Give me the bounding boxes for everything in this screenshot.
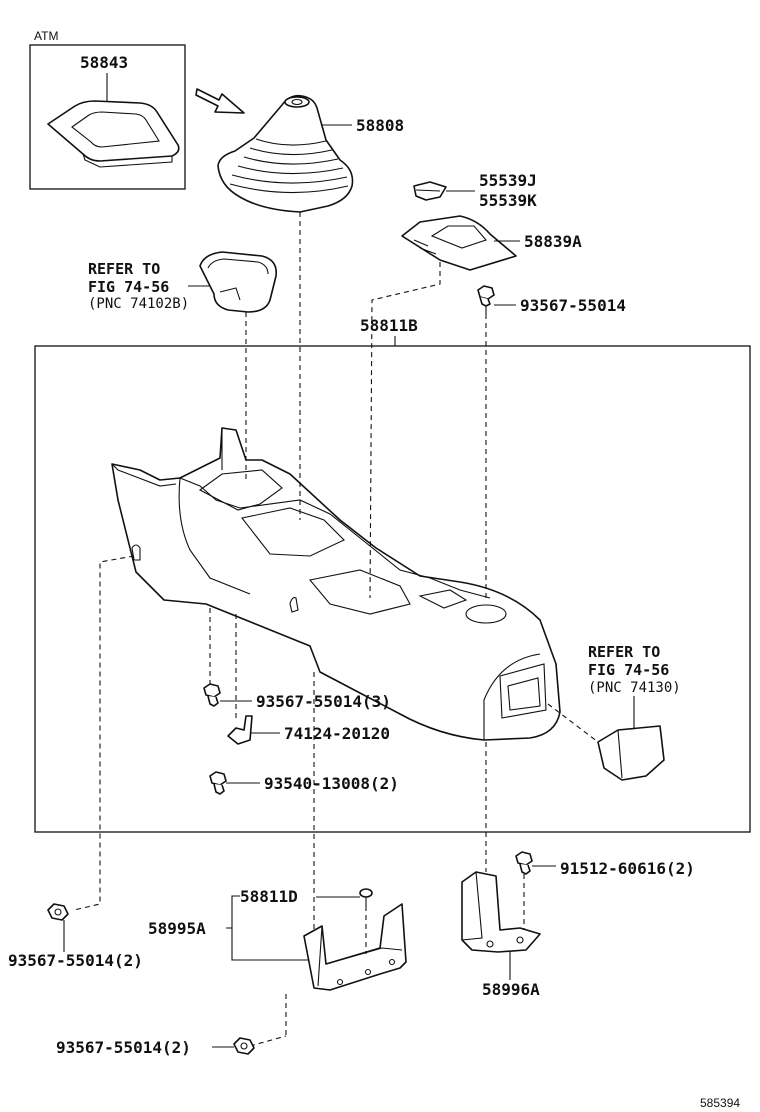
refer1-line1: REFER TO [88,260,160,278]
bolt-91512-icon [515,851,533,875]
refer2-line2: FIG 74-56 [588,661,669,679]
label-91512: 91512-60616(2) [560,859,695,878]
bracket-74124-icon [227,715,253,745]
atm-inset-frame [29,44,186,190]
bracket-58996A [461,871,541,953]
bracket-58995A [303,903,407,991]
dashline-bottom-bolt-2 [249,1035,287,1047]
label-55539J: 55539J [479,171,537,190]
label-93540: 93540-13008(2) [264,774,399,793]
dashline-panel [369,262,441,599]
refer2-line1: REFER TO [588,643,660,661]
refer2-line3: (PNC 74130) [588,680,681,696]
screw-93540-icon [209,771,227,795]
label-93567-3: 93567-55014(3) [256,692,391,711]
label-74124: 74124-20120 [284,724,390,743]
label-93567-left: 93567-55014(2) [8,951,143,970]
bolt-top-icon [477,285,495,314]
refer1-line2: FIG 74-56 [88,278,169,296]
label-58811D: 58811D [240,887,298,906]
coin-box-74102B [199,251,278,313]
label-55539K: 55539K [479,191,537,210]
shift-boot-58808 [217,94,354,213]
dashline-pocket [547,703,599,743]
label-58839A: 58839A [524,232,582,251]
refer1-line3: (PNC 74102B) [88,296,189,312]
label-58843: 58843 [80,53,128,72]
clip-58811D-icon [359,888,373,906]
figure-number: 585394 [700,1096,740,1110]
label-58808: 58808 [356,116,404,135]
clip-55539 [413,181,447,201]
label-93567-bottom: 93567-55014(2) [56,1038,191,1057]
center-console-58811B [111,427,561,741]
shift-bezel-58843 [47,100,180,168]
console-assembly-frame [34,345,751,833]
dashline-left-bolt [73,555,135,911]
label-58995A: 58995A [148,919,206,938]
arrow-icon [195,88,245,114]
pocket-insert-74130 [597,725,665,781]
leader-58995A [226,895,308,961]
bolt-lower-icon [203,683,221,707]
bolt-bottom-icon [233,1037,255,1055]
atm-label: ATM [34,29,58,43]
label-58996A: 58996A [482,980,540,999]
label-58811B: 58811B [360,316,418,335]
label-93567-top: 93567-55014 [520,296,626,315]
bolt-left-icon [47,903,69,921]
shift-panel-58839A [401,215,517,271]
